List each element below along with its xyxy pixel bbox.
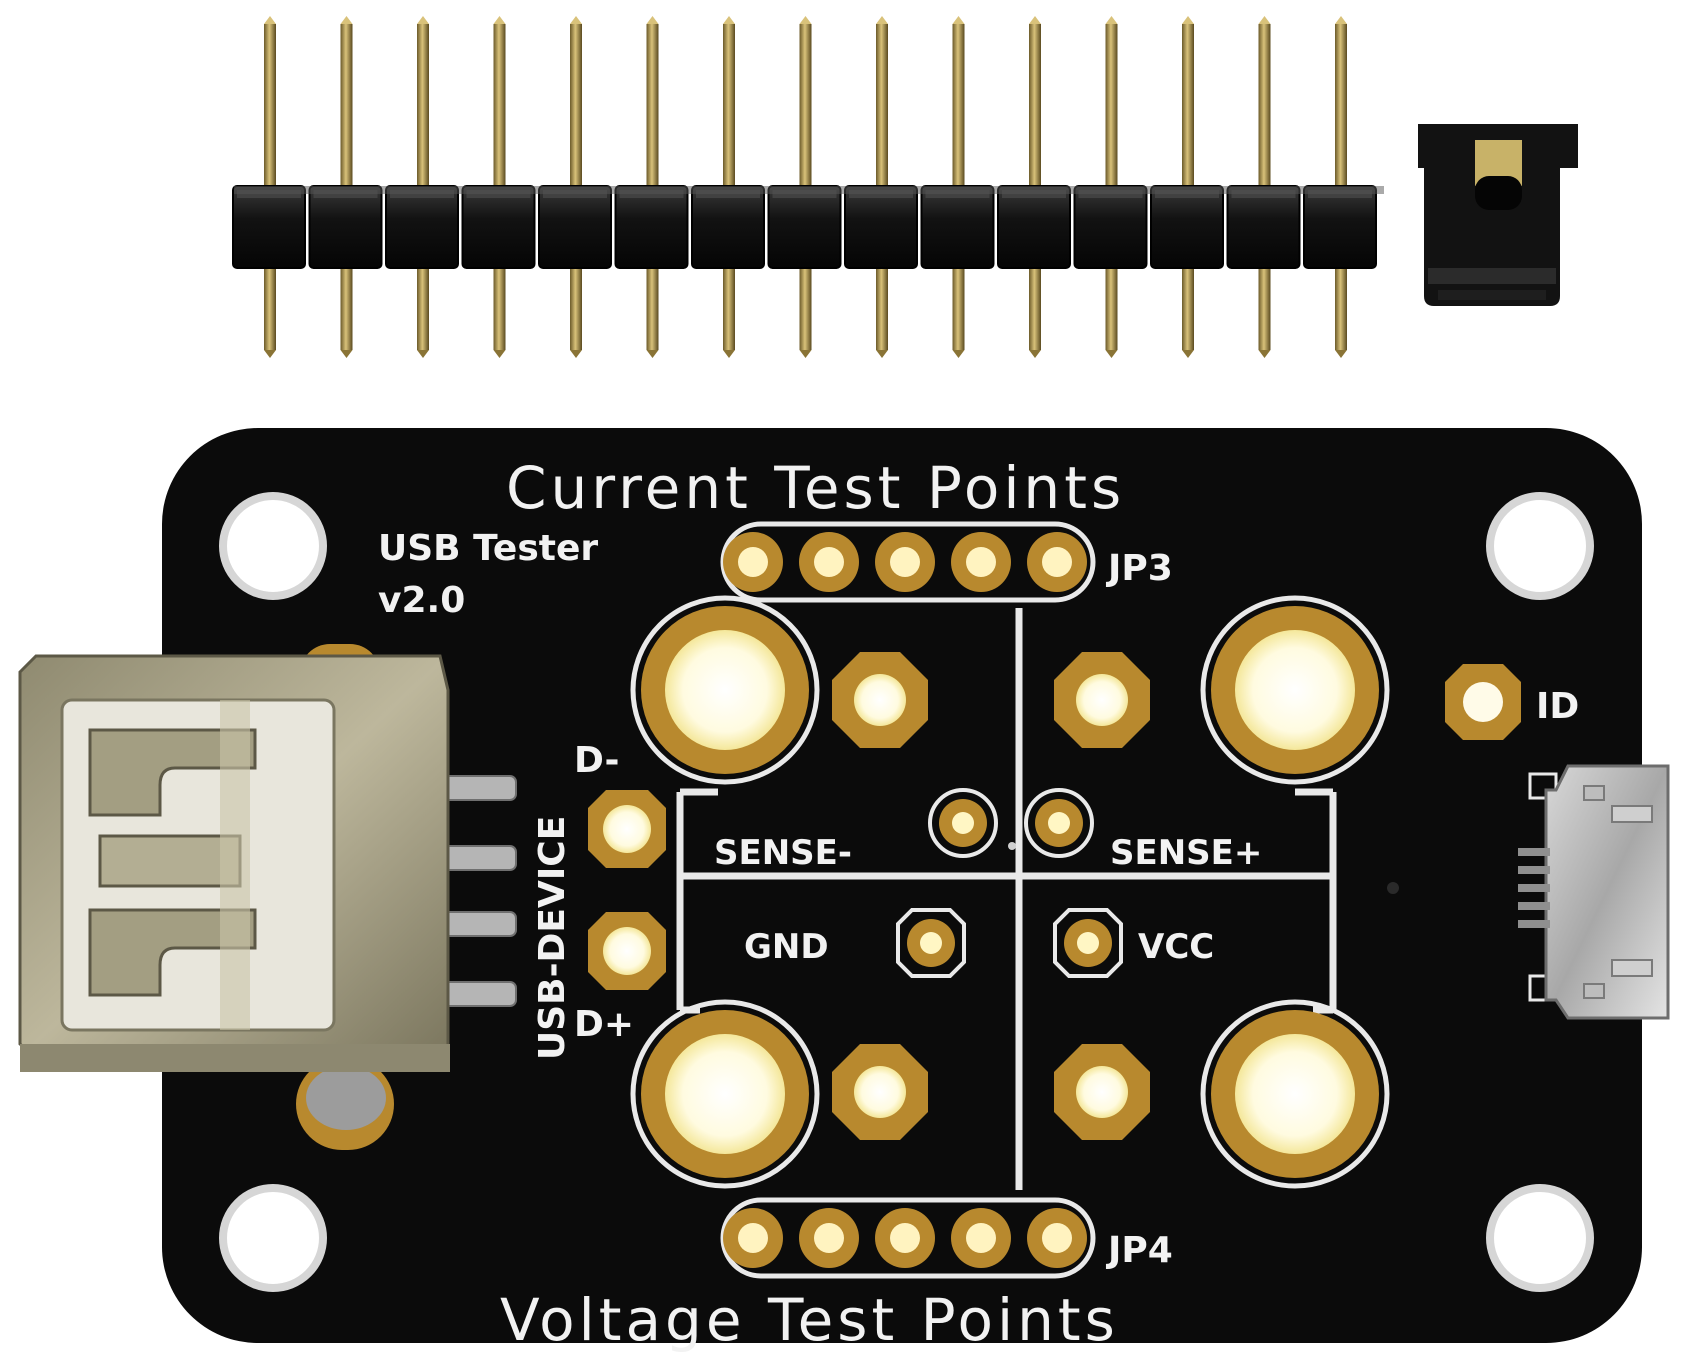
sense-plus-label: SENSE+ [1110,833,1262,873]
header-pad [799,1208,859,1268]
header-pad [723,532,783,592]
jp4-pads [723,1208,1087,1268]
header-plastic-segment [461,185,536,269]
octagon-pad [1054,652,1150,748]
banana-jack-pads [630,595,1390,1189]
id-label: ID [1536,686,1579,727]
model-version-label: v2.0 [378,580,465,621]
octagon-pad [832,1044,928,1140]
header-plastic-segment [232,185,306,269]
usb-a-receptacle [18,654,517,1072]
mounting-hole-bottom-right [1486,1184,1594,1292]
vcc-pad [1053,908,1123,978]
d-plus-label: D+ [574,1004,634,1045]
id-pad [1445,664,1521,740]
micro-usb-receptacle [1518,764,1670,1020]
d-minus-pad [588,790,666,868]
gnd-label: GND [744,927,829,967]
gnd-pad [896,908,966,978]
d-minus-label: D- [574,740,620,781]
banana-jack-pad [630,595,820,785]
jp3-label: JP3 [1105,548,1173,589]
sense-minus-label: SENSE- [714,833,852,873]
header-pad [1027,532,1087,592]
header-plastic-segment [920,185,995,269]
header-plastic-segment [1226,185,1301,269]
header-pad [1027,1208,1087,1268]
model-name-label: USB Tester [378,528,598,569]
current-test-points-title: Current Test Points [506,454,1125,522]
mounting-hole-bottom-left [219,1184,327,1292]
octagon-pad [1054,1044,1150,1140]
header-pad [723,1208,783,1268]
banana-jack-pad [630,999,820,1189]
header-plastic-segment [844,185,918,269]
mounting-hole-top-left [219,492,327,600]
header-plastic-segment [614,185,689,269]
sense-plus-pad [1024,788,1094,858]
vcc-label: VCC [1138,927,1214,967]
header-plastic-segment [538,185,612,269]
header-plastic-segment [767,185,842,269]
header-plastic-segment [691,185,765,269]
header-top-edge [234,186,1384,194]
header-pad [951,1208,1011,1268]
header-pad [875,1208,935,1268]
silkscreen-divider-lines [676,608,1337,1190]
usb-device-label: USB-DEVICE [532,816,573,1060]
octagon-test-pads [832,652,1150,1140]
mounting-hole-top-right [1486,492,1594,600]
header-pad [799,532,859,592]
sense-minus-pad [928,788,998,858]
jumper-shunt [1418,124,1578,306]
header-plastic-segment [1150,185,1224,269]
header-plastic-segment [1073,185,1148,269]
octagon-pad [832,652,928,748]
voltage-test-points-title: Voltage Test Points [500,1286,1119,1354]
d-plus-pad [588,912,666,990]
header-plastic-segment [997,185,1071,269]
header-plastic-segment [1303,185,1377,269]
header-pad [875,532,935,592]
pin-header-strip [232,16,1384,358]
jp4-label: JP4 [1105,1230,1173,1271]
banana-jack-pad [1200,999,1390,1189]
header-plastic-segment [385,185,459,269]
banana-jack-pad [1200,595,1390,785]
jp3-pads [723,532,1087,592]
header-plastic-segment [308,185,383,269]
header-pad [951,532,1011,592]
